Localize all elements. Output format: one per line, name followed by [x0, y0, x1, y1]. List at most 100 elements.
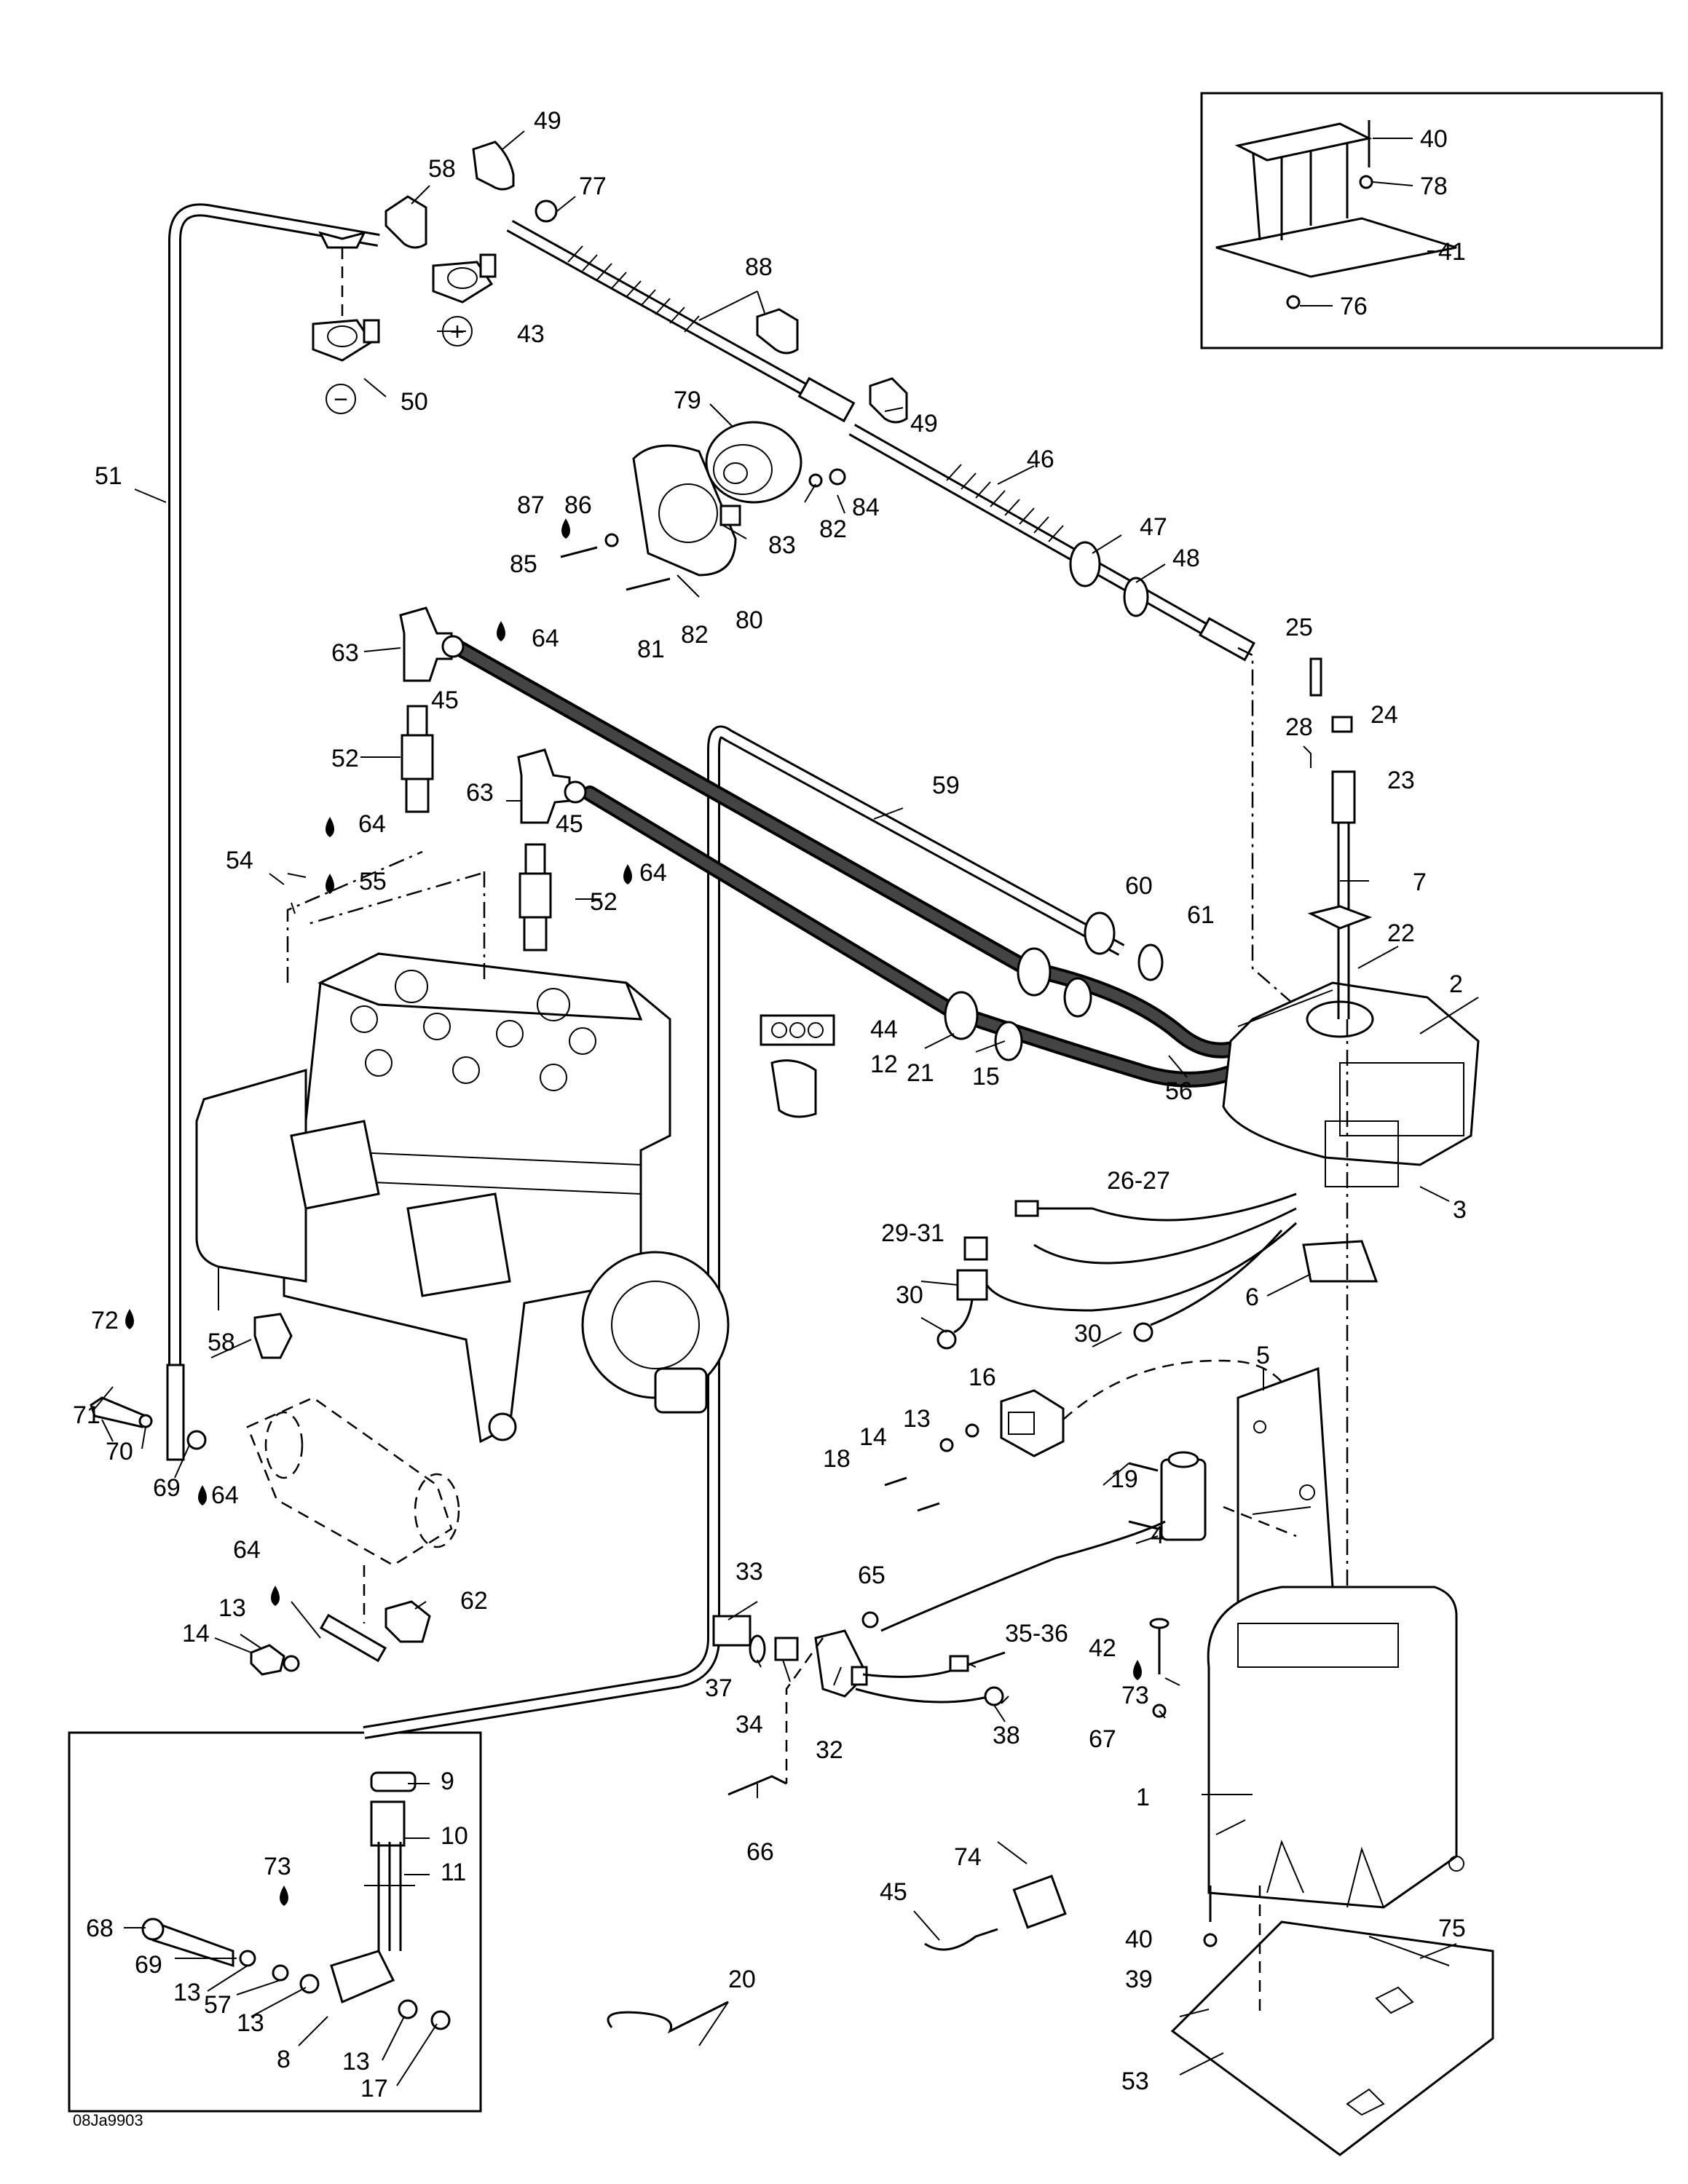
callout-label: 57 [204, 1991, 232, 2019]
callout-label: 34 [735, 1711, 763, 1738]
boot-62 [384, 1600, 431, 1643]
callout-label: 48 [1172, 545, 1200, 572]
callout-label: 81 [637, 636, 665, 663]
terminal-starter [319, 1613, 387, 1663]
path-coil-wire [880, 1520, 1166, 1632]
boot-58-lower [253, 1313, 293, 1359]
callout-label: 79 [674, 387, 701, 414]
bolt-71 [90, 1396, 153, 1428]
box-top-hardware [1303, 657, 1353, 768]
drop-icon [326, 817, 334, 837]
callout-label: 15 [972, 1063, 1000, 1091]
callout-label: 73 [264, 1853, 291, 1880]
callout-label: 4 [1151, 1522, 1164, 1549]
callout-label: 39 [1125, 1966, 1153, 1993]
callout-label: 23 [1387, 767, 1415, 794]
cable-tie-20 [607, 2001, 729, 2034]
callout-label: 46 [1027, 446, 1054, 473]
negative-sign: − [334, 386, 348, 414]
wing-nut [318, 231, 366, 320]
callout-label: 80 [735, 606, 763, 634]
grommet-47 [1069, 541, 1101, 587]
callout-label: 19 [1111, 1465, 1138, 1493]
callout-label: 62 [460, 1587, 488, 1615]
boot-48 [1123, 577, 1149, 617]
callout-label: 65 [858, 1562, 886, 1589]
callout-label: 44 [870, 1016, 898, 1043]
callout-label: 71 [73, 1401, 100, 1429]
callout-label: 59 [932, 772, 960, 799]
callout-label: 82 [819, 515, 847, 543]
negative-symbol [326, 384, 356, 414]
callout-label: 1 [1136, 1784, 1150, 1811]
drop-icon [1133, 1660, 1142, 1680]
callout-label: 64 [358, 810, 386, 838]
callout-label: 85 [510, 550, 537, 578]
tie-66 [727, 1775, 787, 1796]
callout-label: 73 [1121, 1682, 1149, 1709]
battery-1 [1207, 1586, 1464, 1909]
regulator-79 [705, 421, 802, 526]
callout-label: 67 [1089, 1725, 1116, 1753]
callout-label: 66 [746, 1838, 774, 1866]
callout-label: 30 [896, 1281, 923, 1309]
callout-label: 68 [86, 1915, 114, 1942]
terminal-clamp-43 [432, 253, 497, 304]
grommet-44 [760, 1014, 835, 1046]
callout-label: 16 [969, 1364, 996, 1391]
callout-label: 13 [342, 2048, 370, 2076]
callout-label: 63 [466, 779, 494, 807]
battery-tray-41 [1215, 120, 1457, 309]
callout-label: 13 [903, 1405, 931, 1433]
spark-plug-52-rear [401, 705, 434, 813]
callout-label: 45 [880, 1878, 907, 1906]
callout-label: 24 [1370, 701, 1398, 729]
harness-26-27 [963, 1192, 1297, 1265]
battery-cable-46 [848, 424, 1312, 1020]
callout-label: 10 [441, 1822, 468, 1850]
ignition-module-16 [884, 1389, 1065, 1512]
callout-label: 49 [534, 107, 561, 135]
callout-label: 63 [331, 639, 359, 667]
callout-label: 84 [852, 494, 880, 521]
callout-label: 60 [1125, 872, 1153, 900]
callout-label: 83 [768, 531, 796, 559]
callout-label: 55 [359, 868, 387, 895]
connector-33 [712, 1615, 752, 1647]
callout-label: 87 [517, 491, 545, 519]
callout-label: 88 [745, 253, 773, 281]
callout-label: 50 [401, 388, 428, 416]
callout-label: 47 [1140, 513, 1167, 541]
callout-label: 52 [590, 888, 618, 916]
ignition-coil-4 [1128, 1451, 1297, 1541]
grommet-15 [994, 1021, 1023, 1061]
drop-icon [497, 621, 505, 641]
drop-icon [271, 1586, 280, 1606]
callout-label: 58 [208, 1329, 235, 1356]
drop-icon [280, 1886, 288, 1906]
holder-74 [1012, 1875, 1067, 1929]
callout-label: 11 [441, 1859, 466, 1886]
callout-label: 40 [1420, 125, 1448, 153]
spark-plug-cap-63-front [517, 748, 587, 824]
boot-88 [756, 308, 799, 355]
drop-icon [623, 864, 632, 885]
callout-label: 43 [517, 320, 545, 348]
callout-label: 45 [431, 687, 459, 714]
connector-inset-frame [68, 1731, 482, 2113]
callout-label: 28 [1285, 713, 1313, 741]
boot-58-top [384, 195, 427, 249]
callout-label: 64 [211, 1481, 239, 1509]
washer-65 [861, 1611, 879, 1629]
boot-49-mid [869, 377, 908, 424]
tie-45 [924, 1928, 998, 1951]
callout-label: 13 [173, 1979, 201, 2006]
spark-plug-52-front [518, 843, 552, 951]
callout-label: 42 [1089, 1634, 1116, 1662]
callout-label: 77 [579, 173, 607, 200]
callout-label: 7 [1413, 869, 1427, 896]
callout-label: 54 [226, 847, 253, 874]
washer-13 [283, 1655, 300, 1672]
callout-labels: 49 58 77 88 43 50 51 79 49 46 87 86 84 8… [73, 107, 1467, 2102]
